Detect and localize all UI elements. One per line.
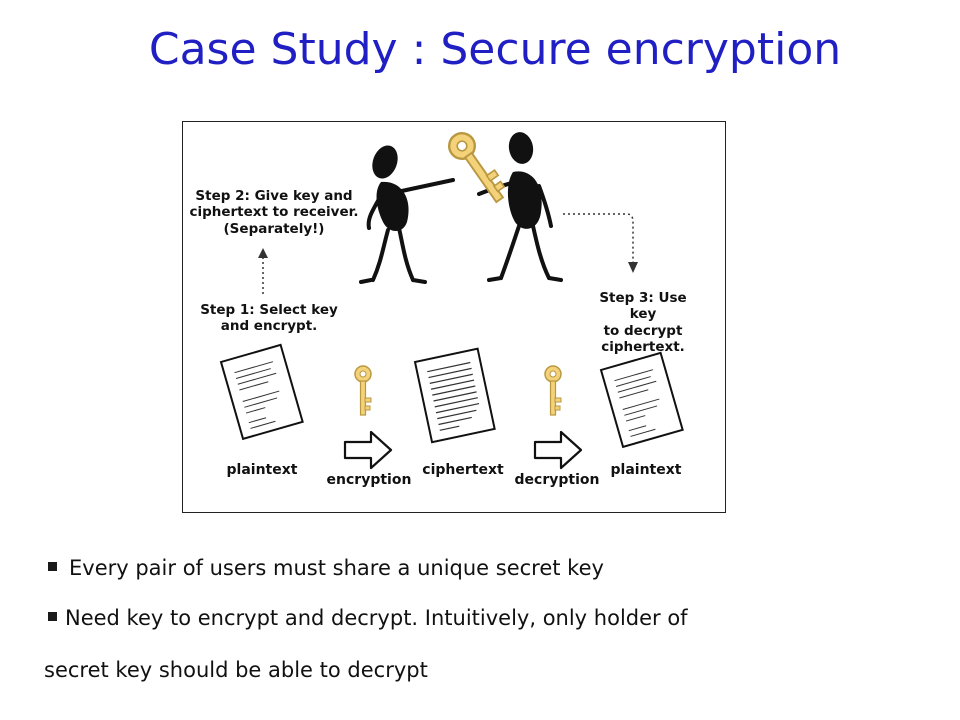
step3-caption: Step 3: Use key to decrypt ciphertext. bbox=[599, 290, 687, 356]
encryption-label: encryption bbox=[326, 472, 412, 488]
plaintext-document-icon bbox=[219, 343, 304, 441]
decryption-key-icon bbox=[544, 365, 562, 416]
plaintext-label-right: plaintext bbox=[610, 462, 682, 478]
bullet-text: secret key should be able to decrypt bbox=[44, 658, 428, 682]
decryption-label: decryption bbox=[514, 472, 600, 488]
bullet-text: Need key to encrypt and decrypt. Intuiti… bbox=[65, 606, 688, 630]
encryption-arrow-icon bbox=[343, 430, 393, 470]
dotted-arrow-up-icon bbox=[258, 248, 268, 294]
encryption-diagram: Step 2: Give key and ciphertext to recei… bbox=[182, 121, 726, 513]
bullet-item: Need key to encrypt and decrypt. Intuiti… bbox=[48, 606, 688, 630]
ciphertext-label: ciphertext bbox=[422, 462, 504, 478]
plaintext-label-left: plaintext bbox=[226, 462, 298, 478]
decrypted-plaintext-document-icon bbox=[599, 351, 684, 449]
step2-caption: Step 2: Give key and ciphertext to recei… bbox=[189, 188, 359, 237]
bullet-square-icon bbox=[48, 611, 57, 621]
receiver-figure-icon bbox=[477, 132, 563, 282]
encryption-key-icon bbox=[354, 365, 372, 416]
diagram-drawing bbox=[219, 126, 684, 470]
bullet-text: Every pair of users must share a unique … bbox=[69, 556, 604, 580]
slide-title: Case Study : Secure encryption bbox=[148, 24, 842, 75]
step1-caption: Step 1: Select key and encrypt. bbox=[200, 302, 338, 335]
dotted-arrow-down-icon bbox=[563, 213, 638, 273]
ciphertext-document-icon bbox=[413, 347, 496, 444]
bullet-item: Every pair of users must share a unique … bbox=[48, 556, 604, 580]
decryption-arrow-icon bbox=[533, 430, 583, 470]
bullet-square-icon bbox=[48, 561, 57, 571]
bullet-continuation: secret key should be able to decrypt bbox=[44, 658, 428, 682]
shared-key-icon bbox=[442, 126, 512, 209]
sender-figure-icon bbox=[359, 145, 455, 284]
